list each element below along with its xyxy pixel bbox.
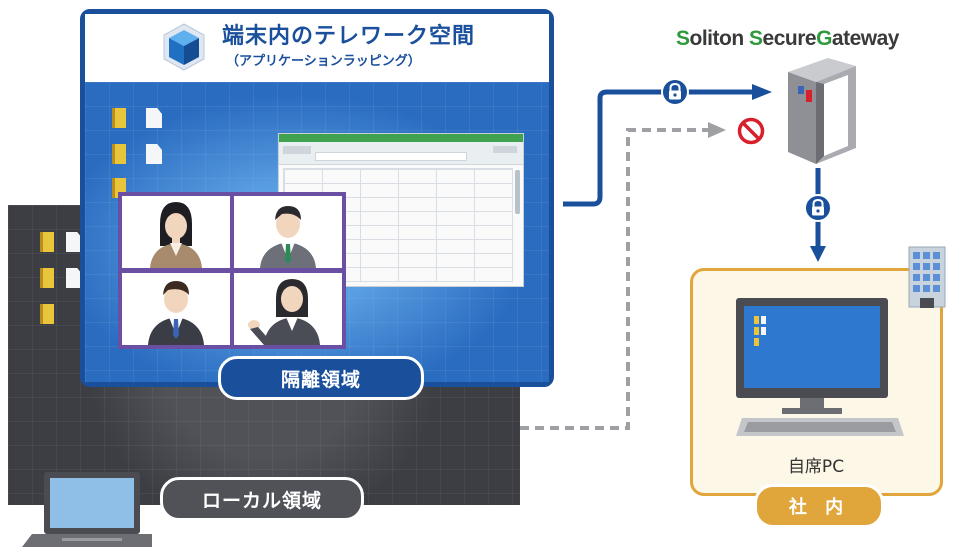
participant-tile <box>234 196 342 268</box>
secure-connection-line <box>563 89 760 207</box>
participant-tile <box>122 196 230 268</box>
document-icon <box>66 268 82 288</box>
monitor-icon <box>736 298 904 436</box>
participant-tile <box>234 273 342 345</box>
document-icon <box>146 108 162 128</box>
laptop-icon <box>22 472 152 547</box>
isolated-space-title: 端末内のテレワーク空間 <box>222 24 476 49</box>
folder-icon <box>112 108 126 128</box>
scrollbar[interactable] <box>515 170 520 214</box>
person-avatar-icon <box>260 206 316 268</box>
isolated-space-subtitle: （アプリケーションラッピング） <box>226 54 421 69</box>
person-avatar-icon <box>248 279 320 345</box>
folder-icon <box>40 268 54 288</box>
lock-icon <box>661 78 689 106</box>
gate-icon <box>788 58 856 164</box>
prohibited-icon <box>737 117 765 145</box>
person-avatar-icon <box>150 202 202 268</box>
participant-tile <box>122 273 230 345</box>
video-call-window[interactable] <box>118 192 346 349</box>
formula-bar[interactable] <box>315 152 467 161</box>
blocked-connection-line <box>520 128 712 430</box>
folder-icon <box>40 304 54 324</box>
isolated-area-label: 隔離領域 <box>218 356 424 400</box>
arrow-head <box>810 246 826 262</box>
window-titlebar[interactable] <box>279 134 523 142</box>
building-icon <box>908 246 946 308</box>
window-controls[interactable] <box>493 146 517 153</box>
arrow-head <box>708 122 726 138</box>
office-pc-label: 自席PC <box>787 457 845 477</box>
document-icon <box>146 144 162 164</box>
lock-icon <box>804 194 832 222</box>
gateway-title: Soliton SecureGateway <box>676 27 899 50</box>
folder-icon <box>40 232 54 252</box>
toolbar-button[interactable] <box>283 146 311 154</box>
folder-icon <box>112 144 126 164</box>
person-avatar-icon <box>148 281 204 345</box>
arrow-head <box>752 84 772 100</box>
isolated-area-header <box>85 14 549 80</box>
cube-icon <box>163 23 205 71</box>
office-label: 社 内 <box>754 484 884 528</box>
local-area-label: ローカル領域 <box>160 477 364 521</box>
document-icon <box>66 232 82 252</box>
